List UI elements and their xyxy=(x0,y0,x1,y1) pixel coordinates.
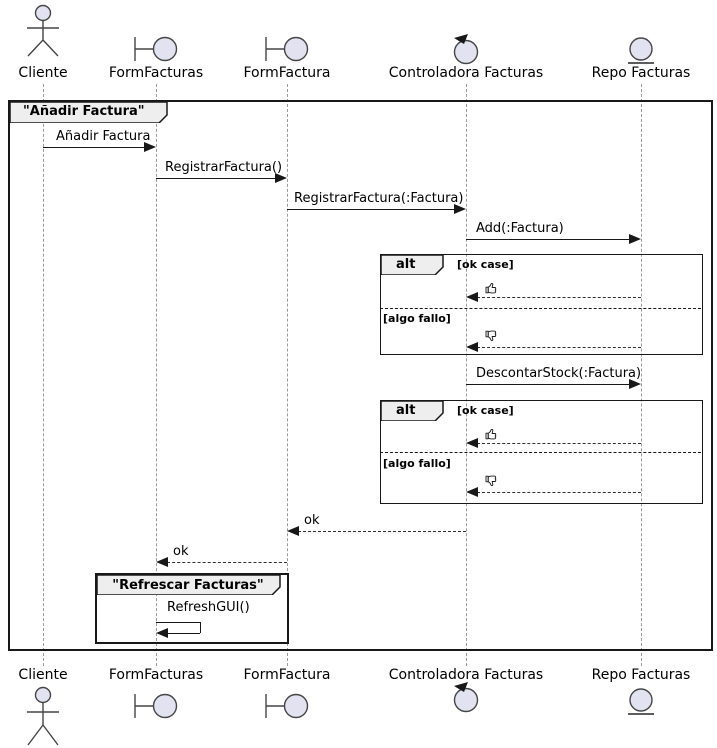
thumbs-down-icon xyxy=(485,330,497,342)
self-message-line-top xyxy=(156,622,200,623)
actor-icon xyxy=(27,4,59,57)
arrowhead-right xyxy=(629,379,641,389)
participant-label-controladora: Controladora Facturas xyxy=(388,667,544,683)
frame-tab xyxy=(97,575,281,595)
control-icon xyxy=(453,682,479,713)
lifeline-controladora-facturas xyxy=(466,84,467,666)
arrowhead-right xyxy=(144,142,156,152)
message-label-refresh-gui: RefreshGUI() xyxy=(167,600,250,615)
arrowhead-left xyxy=(466,487,478,497)
arrowhead-left xyxy=(156,557,168,567)
message-line xyxy=(466,384,631,385)
alt-tab xyxy=(381,255,444,275)
return-line xyxy=(477,492,641,493)
participant-label-repo: Repo Facturas xyxy=(591,65,691,81)
return-line xyxy=(167,562,287,563)
lifeline-repo-facturas xyxy=(641,84,642,666)
participant-label-repo: Repo Facturas xyxy=(591,667,691,683)
lifeline-cliente xyxy=(43,84,44,666)
arrowhead-left xyxy=(466,342,478,352)
guard-ok-case: [ok case] xyxy=(457,258,514,271)
message-label-registrar-factura-param: RegistrarFactura(:Factura) xyxy=(294,191,464,206)
thumbs-down-icon xyxy=(485,475,497,487)
thumbs-up-icon xyxy=(485,282,497,294)
alt-divider xyxy=(380,452,701,453)
lifeline-formfactura xyxy=(287,84,288,666)
entity-icon xyxy=(628,688,654,715)
thumbs-up-icon xyxy=(485,428,497,440)
alt-operator: alt xyxy=(396,403,416,418)
actor-icon xyxy=(27,686,59,746)
participant-label-formfactura: FormFactura xyxy=(243,65,331,81)
participant-label-controladora: Controladora Facturas xyxy=(388,65,544,81)
participant-label-cliente: Cliente xyxy=(18,65,68,81)
message-label-anadir-factura: Añadir Factura xyxy=(56,129,151,144)
self-message-line-right xyxy=(200,622,201,633)
guard-algo-fallo: [algo fallo] xyxy=(383,312,451,325)
frame-anadir-factura xyxy=(8,100,713,651)
participant-label-formfactura: FormFactura xyxy=(243,667,331,683)
guard-ok-case: [ok case] xyxy=(457,404,514,417)
return-line xyxy=(477,347,641,348)
participant-label-formfacturas: FormFacturas xyxy=(108,667,204,683)
return-line xyxy=(477,443,641,444)
alt-tab xyxy=(381,401,444,421)
arrowhead-right xyxy=(454,204,466,214)
arrowhead-left xyxy=(466,292,478,302)
message-label-registrar-factura: RegistrarFactura() xyxy=(165,160,283,175)
message-label-ok: ok xyxy=(173,544,189,559)
return-line xyxy=(298,531,466,532)
frame-title: "Refrescar Facturas" xyxy=(112,578,264,593)
participant-label-formfacturas: FormFacturas xyxy=(108,65,204,81)
arrowhead-left xyxy=(287,526,299,536)
boundary-icon xyxy=(134,693,178,719)
boundary-icon xyxy=(265,36,309,62)
message-line xyxy=(287,209,456,210)
arrowhead-left xyxy=(156,628,168,638)
self-message-line-bottom xyxy=(167,633,200,634)
arrowhead-right xyxy=(629,234,641,244)
frame-refrescar-facturas xyxy=(95,573,289,644)
frame-tab xyxy=(10,102,168,123)
alt-divider xyxy=(380,308,701,309)
alt-operator: alt xyxy=(396,257,416,272)
boundary-icon xyxy=(134,36,178,62)
message-label-add-factura: Add(:Factura) xyxy=(476,221,564,236)
arrowhead-right xyxy=(275,173,287,183)
control-icon xyxy=(453,34,479,65)
frame-title: "Añadir Factura" xyxy=(23,104,145,119)
participant-label-cliente: Cliente xyxy=(18,667,68,683)
message-line xyxy=(466,239,631,240)
message-label-descontar-stock: DescontarStock(:Factura) xyxy=(476,366,642,381)
guard-algo-fallo: [algo fallo] xyxy=(383,457,451,470)
lifeline-formfacturas xyxy=(156,84,157,666)
arrowhead-left xyxy=(466,438,478,448)
message-label-ok: ok xyxy=(304,513,320,528)
message-line xyxy=(43,147,146,148)
message-line xyxy=(156,178,277,179)
alt-frame-1 xyxy=(380,254,703,355)
return-line xyxy=(477,297,641,298)
boundary-icon xyxy=(265,693,309,719)
entity-icon xyxy=(628,37,654,64)
